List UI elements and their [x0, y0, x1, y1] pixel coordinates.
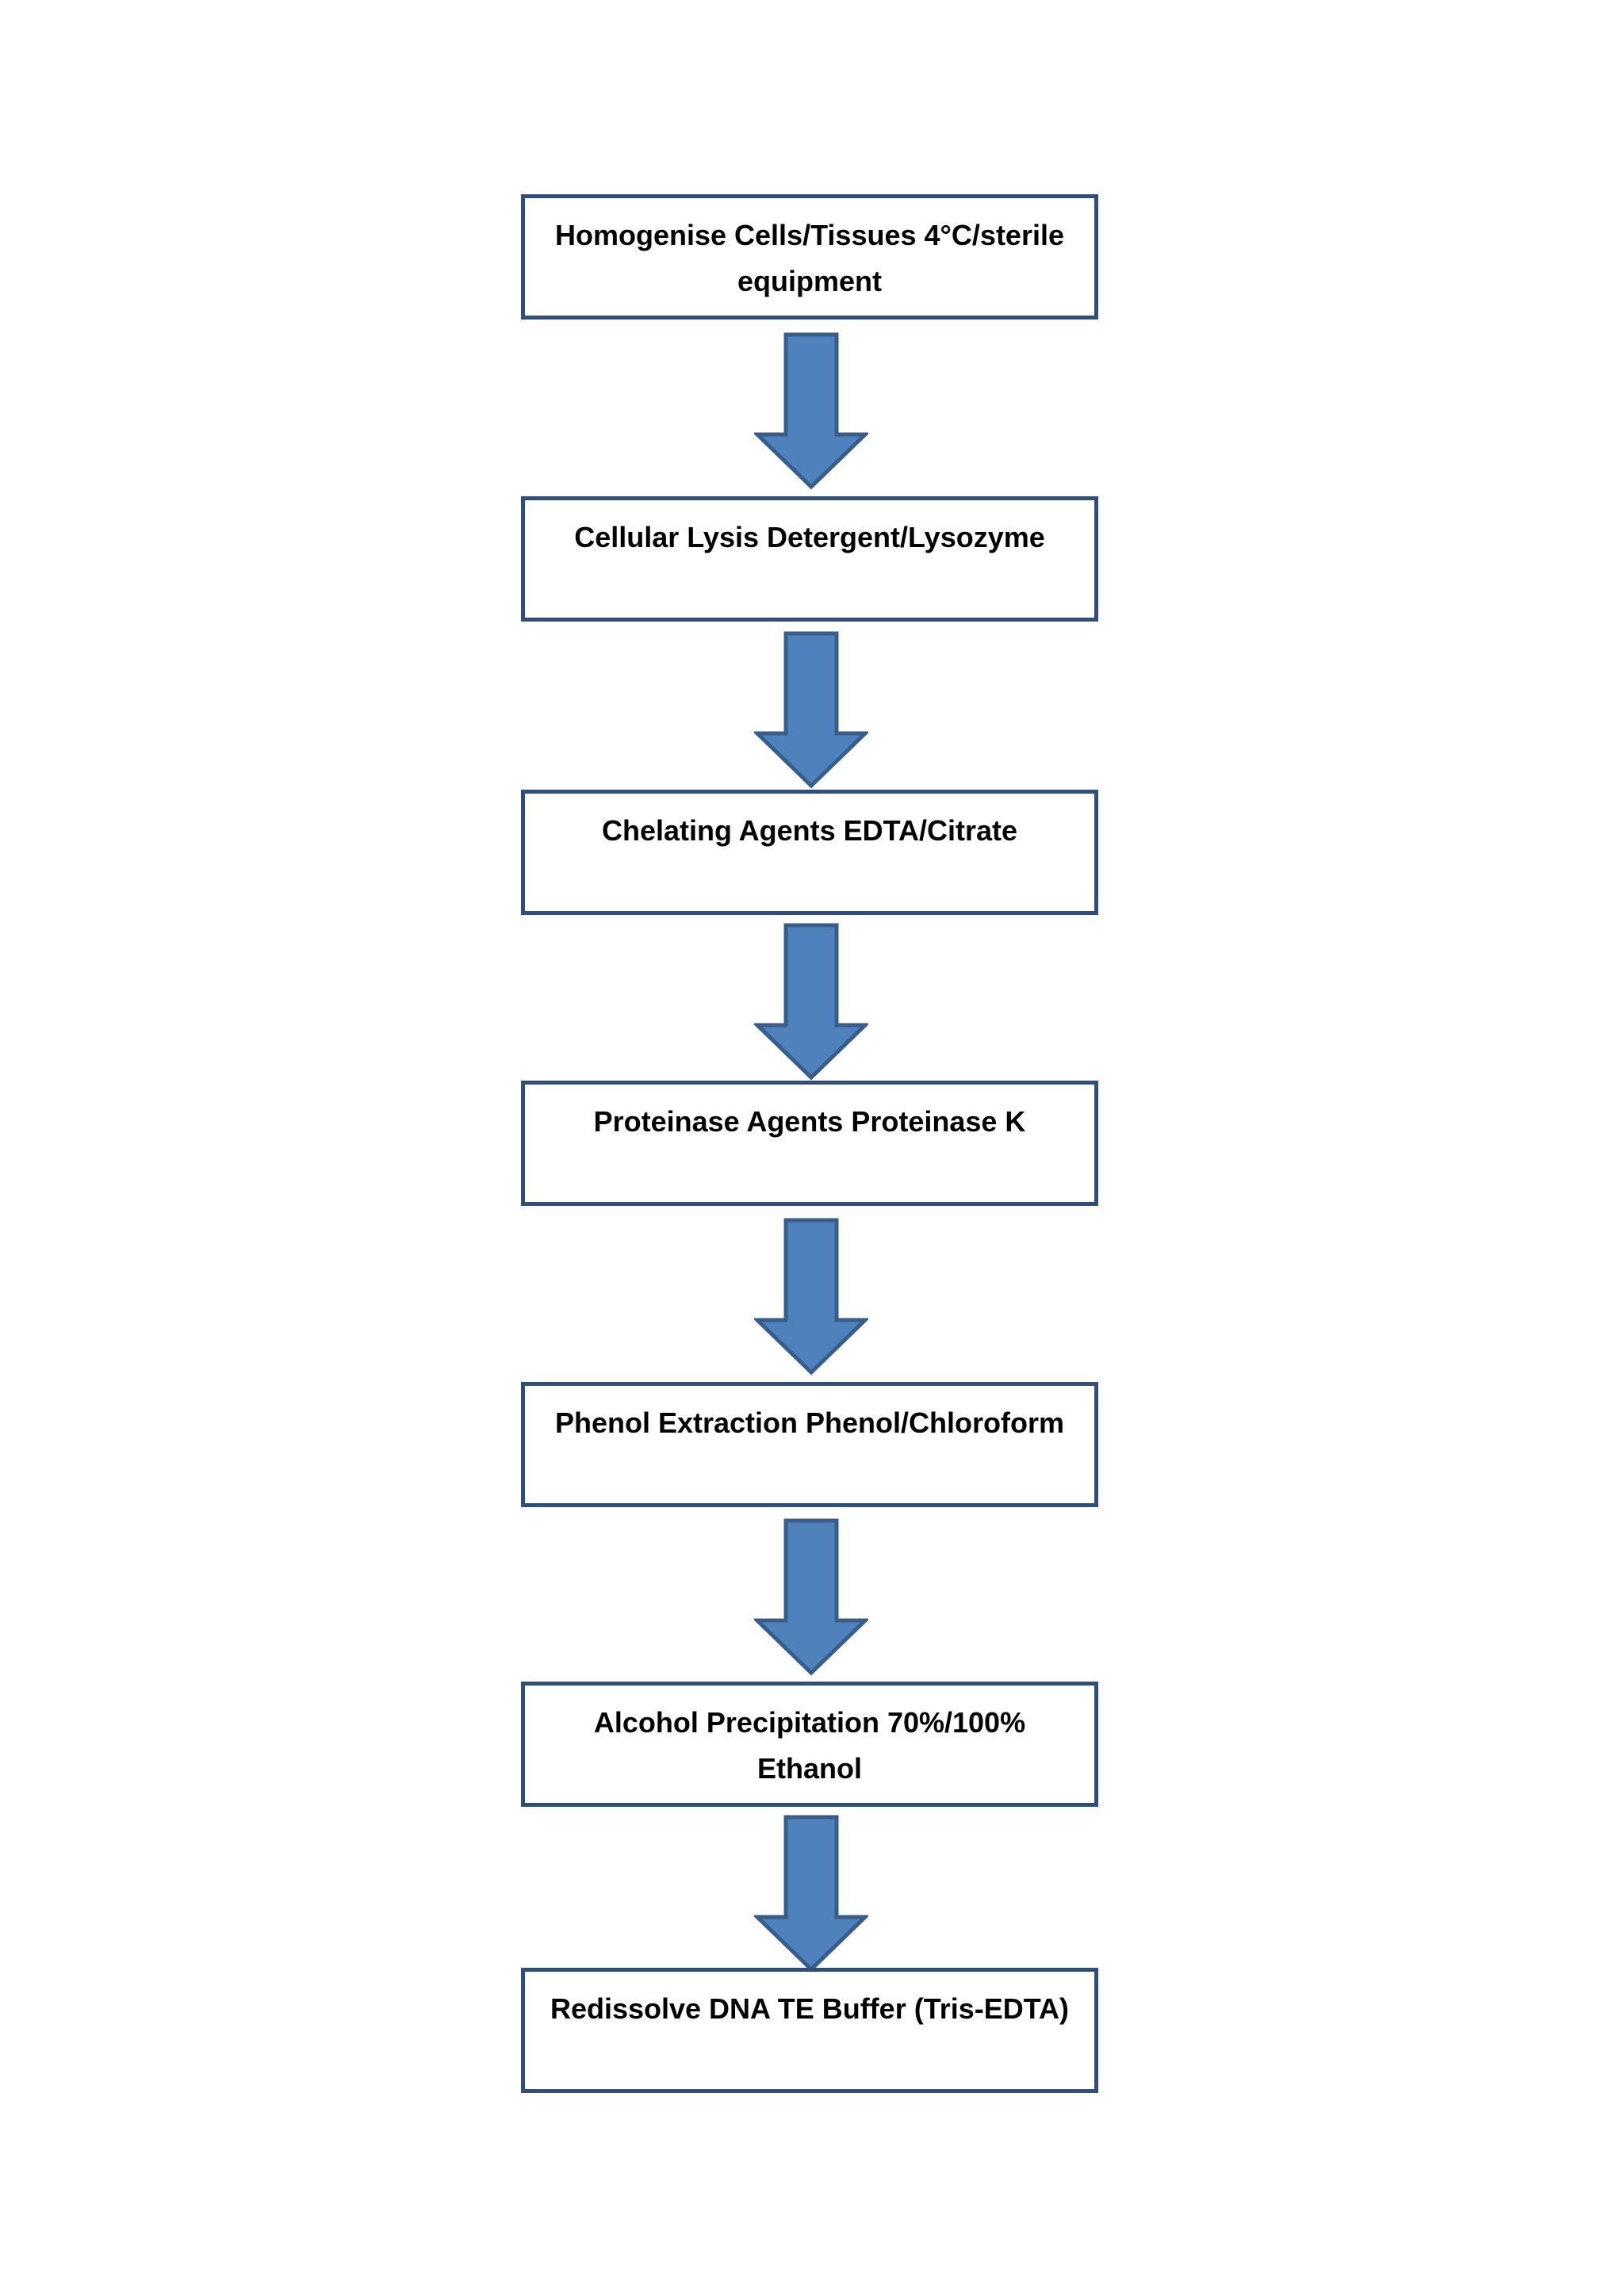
- down-arrow-icon: [754, 331, 868, 490]
- down-arrow-icon: [754, 630, 868, 789]
- down-arrow-icon-5: [754, 1518, 868, 1676]
- down-arrow-icon-4: [754, 1218, 868, 1376]
- step-redissolve-box: Redissolve DNA TE Buffer (Tris-EDTA): [521, 1968, 1098, 2093]
- step-phenol-box: Phenol Extraction Phenol/Chloroform: [521, 1382, 1098, 1507]
- step-chelating-label: Chelating Agents EDTA/Citrate: [601, 814, 1018, 847]
- step-redissolve-label: Redissolve DNA TE Buffer (Tris-EDTA): [550, 1992, 1070, 2025]
- down-arrow-icon: [754, 1217, 868, 1376]
- step-homogenise-label: Homogenise Cells/Tissues 4°C/sterile equ…: [555, 219, 1064, 297]
- step-alcohol-label: Alcohol Precipitation 70%/100% Ethanol: [593, 1706, 1026, 1785]
- down-arrow-icon: [754, 1814, 868, 1973]
- step-proteinase-box: Proteinase Agents Proteinase K: [521, 1081, 1098, 1206]
- down-arrow-icon-6: [754, 1815, 868, 1973]
- down-arrow-icon-2: [754, 631, 868, 789]
- down-arrow-icon: [754, 1517, 868, 1676]
- step-phenol-label: Phenol Extraction Phenol/Chloroform: [554, 1406, 1065, 1439]
- down-arrow-icon-1: [754, 332, 868, 490]
- step-alcohol-box: Alcohol Precipitation 70%/100% Ethanol: [521, 1682, 1098, 1807]
- down-arrow-icon-3: [754, 923, 868, 1081]
- step-lysis-box: Cellular Lysis Detergent/Lysozyme: [521, 496, 1098, 622]
- step-homogenise-box: Homogenise Cells/Tissues 4°C/sterile equ…: [521, 194, 1098, 320]
- down-arrow-icon: [754, 922, 868, 1081]
- step-proteinase-label: Proteinase Agents Proteinase K: [593, 1105, 1026, 1138]
- step-chelating-box: Chelating Agents EDTA/Citrate: [521, 790, 1098, 915]
- step-lysis-label: Cellular Lysis Detergent/Lysozyme: [574, 521, 1045, 553]
